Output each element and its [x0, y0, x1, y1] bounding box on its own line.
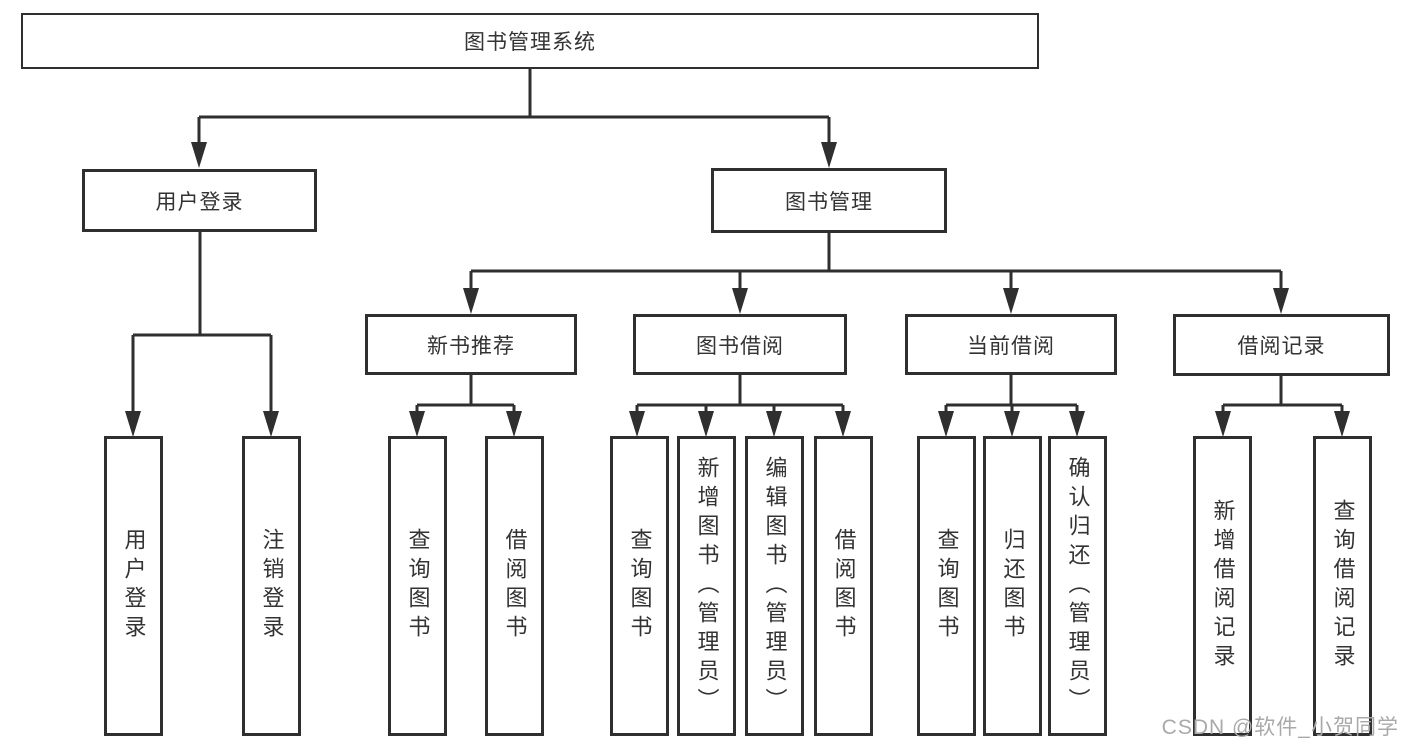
connector-user-login [131, 232, 273, 413]
leaf-confirm-return-admin: 确认归还（管理员） [1048, 436, 1107, 736]
arrow-down-icon [1004, 411, 1020, 437]
arrow-down-icon [732, 288, 748, 314]
leaf-label: 借阅图书 [502, 528, 528, 644]
arrow-down-icon [263, 411, 279, 437]
arrowheads [125, 142, 1350, 437]
connector-root [197, 69, 831, 143]
node-borrow-records-label: 借阅记录 [1237, 335, 1326, 358]
leaf-user-login: 用户登录 [104, 436, 163, 736]
arrow-down-icon [409, 411, 425, 437]
leaf-query-books-3: 查询图书 [917, 436, 976, 736]
leaf-label: 查询图书 [405, 528, 431, 644]
leaf-logout: 注销登录 [242, 436, 301, 736]
arrow-down-icon [1003, 288, 1019, 314]
leaf-label: 归还图书 [1000, 528, 1026, 644]
leaf-add-borrow-record: 新增借阅记录 [1193, 436, 1252, 736]
node-book-borrow: 图书借阅 [633, 314, 847, 375]
connector-book-borrow [635, 375, 845, 413]
arrow-down-icon [1069, 411, 1085, 437]
arrow-down-icon [1273, 288, 1289, 314]
arrow-down-icon [125, 411, 141, 437]
arrow-down-icon [821, 142, 837, 168]
leaf-label: 查询借阅记录 [1330, 499, 1356, 673]
leaf-edit-books-admin: 编辑图书（管理员） [745, 436, 804, 736]
node-current-borrow: 当前借阅 [905, 314, 1117, 375]
leaf-label: 确认归还（管理员） [1065, 455, 1091, 717]
arrow-down-icon [835, 411, 851, 437]
arrow-down-icon [463, 288, 479, 314]
leaf-label: 新增图书（管理员） [694, 455, 720, 717]
arrow-down-icon [629, 411, 645, 437]
node-current-borrow-label: 当前借阅 [967, 334, 1055, 358]
leaf-borrow-books-2: 借阅图书 [814, 436, 873, 736]
node-book-mgmt-label: 图书管理 [785, 190, 873, 214]
leaf-label: 编辑图书（管理员） [762, 455, 788, 717]
leaf-return-books: 归还图书 [983, 436, 1042, 736]
arrow-down-icon [191, 142, 207, 168]
leaf-query-borrow-record: 查询借阅记录 [1313, 436, 1372, 736]
connector-current-borrow [944, 375, 1079, 413]
node-root: 图书管理系统 [21, 13, 1039, 69]
node-user-login-label: 用户登录 [155, 190, 244, 214]
connector-new-book [415, 375, 516, 413]
leaf-label: 用户登录 [121, 528, 147, 644]
arrow-down-icon [698, 411, 714, 437]
leaf-query-books-1: 查询图书 [388, 436, 447, 736]
leaf-borrow-books-1: 借阅图书 [485, 436, 544, 736]
node-user-login: 用户登录 [82, 169, 317, 232]
node-book-borrow-label: 图书借阅 [696, 334, 784, 358]
node-new-book: 新书推荐 [365, 314, 577, 375]
node-root-label: 图书管理系统 [464, 31, 596, 54]
leaf-label: 查询图书 [627, 528, 653, 644]
leaf-label: 注销登录 [259, 528, 285, 644]
leaf-add-books-admin: 新增图书（管理员） [677, 436, 736, 736]
arrow-down-icon [1215, 411, 1231, 437]
arrow-down-icon [766, 411, 782, 437]
connector-book-mgmt [469, 233, 1283, 290]
leaf-label: 新增借阅记录 [1210, 499, 1236, 673]
node-book-mgmt: 图书管理 [711, 168, 947, 233]
connector-borrow-records [1221, 376, 1344, 413]
arrow-down-icon [506, 411, 522, 437]
node-borrow-records: 借阅记录 [1173, 314, 1390, 376]
arrow-down-icon [1334, 411, 1350, 437]
arrow-down-icon [938, 411, 954, 437]
watermark: CSDN @软件_小贺同学 [1161, 716, 1399, 739]
leaf-query-books-2: 查询图书 [610, 436, 669, 736]
node-new-book-label: 新书推荐 [427, 334, 515, 358]
leaf-label: 查询图书 [934, 528, 960, 644]
leaf-label: 借阅图书 [831, 528, 857, 644]
